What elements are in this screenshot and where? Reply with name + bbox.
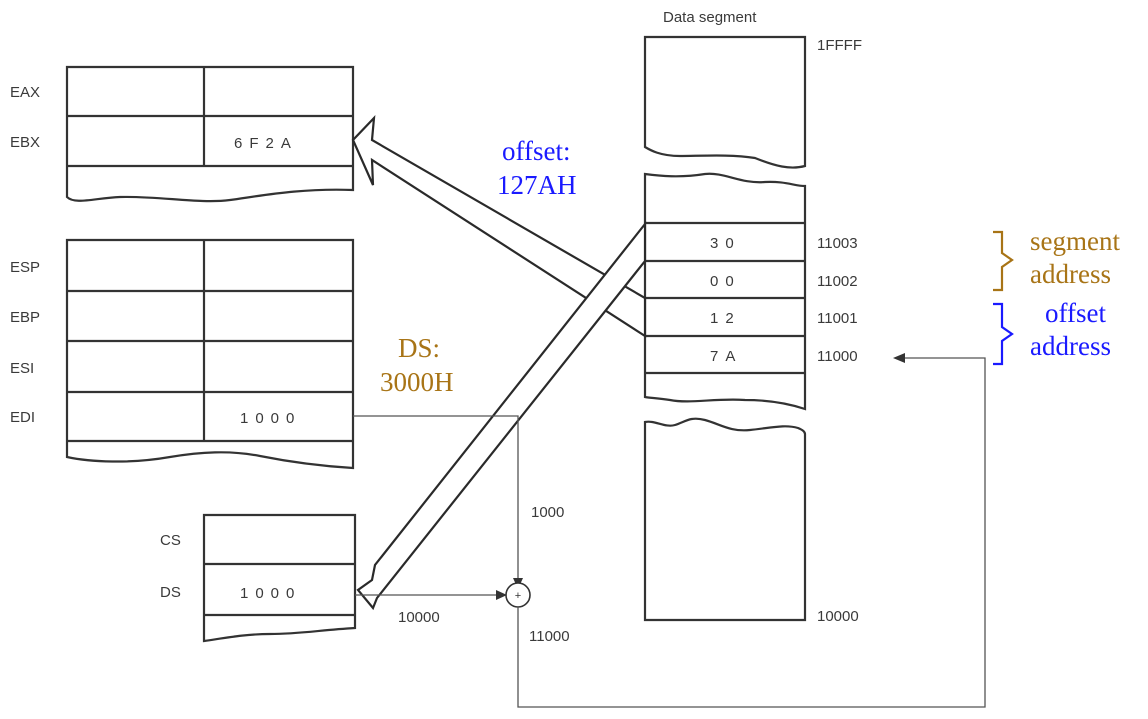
register-group-esp-edi: ESP EBP ESI EDI 1000: [10, 238, 355, 470]
offset-load-arrow: [351, 114, 647, 339]
register-label-ds: DS: [160, 584, 181, 601]
memory-address: 11002: [817, 273, 858, 290]
address-bottom: 10000: [817, 608, 859, 625]
memory-cell-11002: 00 11002: [710, 273, 858, 290]
register-label-esp: ESP: [10, 259, 40, 276]
result-path-line: [517, 357, 986, 708]
result-arrowhead-icon: [893, 353, 905, 363]
register-group-eax-ebx: EAX EBX 6F2A: [10, 65, 355, 203]
memory-value: 30: [710, 235, 741, 252]
memory-cell-11003: 30 11003: [710, 235, 858, 252]
register-label-cs: CS: [160, 532, 181, 549]
offset-annotation: offset: 127AH: [497, 136, 577, 200]
memory-value: 7A: [710, 348, 742, 365]
memory-value: 00: [710, 273, 741, 290]
register-label-esi: ESI: [10, 360, 34, 377]
address-top: 1FFFF: [817, 37, 862, 54]
register-label-eax: EAX: [10, 84, 40, 101]
ds-annotation: DS: 3000H: [380, 333, 454, 397]
register-label-edi: EDI: [10, 409, 35, 426]
brace-icon: [993, 302, 1014, 366]
address-computation: 1000 10000 + 11000: [353, 353, 986, 708]
offset-bracket-line2: address: [1030, 331, 1111, 361]
ds-annotation-line1: DS:: [398, 333, 440, 363]
adder-output-label: 11000: [529, 628, 570, 645]
segment-address-bracket: segment address: [993, 226, 1120, 292]
data-segment: Data segment 1FFFF 10000: [643, 9, 862, 625]
offset-address-bracket: offset address: [993, 298, 1111, 366]
register-value-edi: 1000: [240, 410, 301, 427]
offset-annotation-line2: 127AH: [497, 170, 577, 200]
memory-address: 11003: [817, 235, 858, 252]
register-value-ds: 1000: [240, 585, 301, 602]
adder-plus-icon: +: [515, 590, 521, 602]
offset-path-line: [353, 415, 519, 582]
register-label-ebx: EBX: [10, 134, 40, 151]
brace-icon: [993, 230, 1014, 292]
adder-offset-label: 1000: [531, 504, 564, 521]
memory-address: 11001: [817, 310, 858, 327]
segment-arrowhead-icon: [496, 590, 507, 600]
adder-segment-label: 10000: [398, 609, 440, 626]
register-label-ebp: EBP: [10, 309, 40, 326]
memory-address: 11000: [817, 348, 858, 365]
ds-annotation-line2: 3000H: [380, 367, 454, 397]
segment-registers: CS DS 1000: [160, 513, 357, 643]
offset-annotation-line1: offset:: [502, 136, 571, 166]
memory-cell-11001: 12 11001: [710, 310, 858, 327]
register-value-ebx: 6F2A: [234, 135, 298, 152]
adder-circle: +: [505, 582, 531, 608]
memory-value: 12: [710, 310, 741, 327]
segment-bracket-line2: address: [1030, 259, 1111, 289]
segment-bracket-line1: segment: [1030, 226, 1120, 256]
offset-bracket-line1: offset: [1045, 298, 1106, 328]
data-segment-title: Data segment: [663, 9, 757, 26]
memory-cell-11000: 7A 11000: [710, 348, 858, 365]
